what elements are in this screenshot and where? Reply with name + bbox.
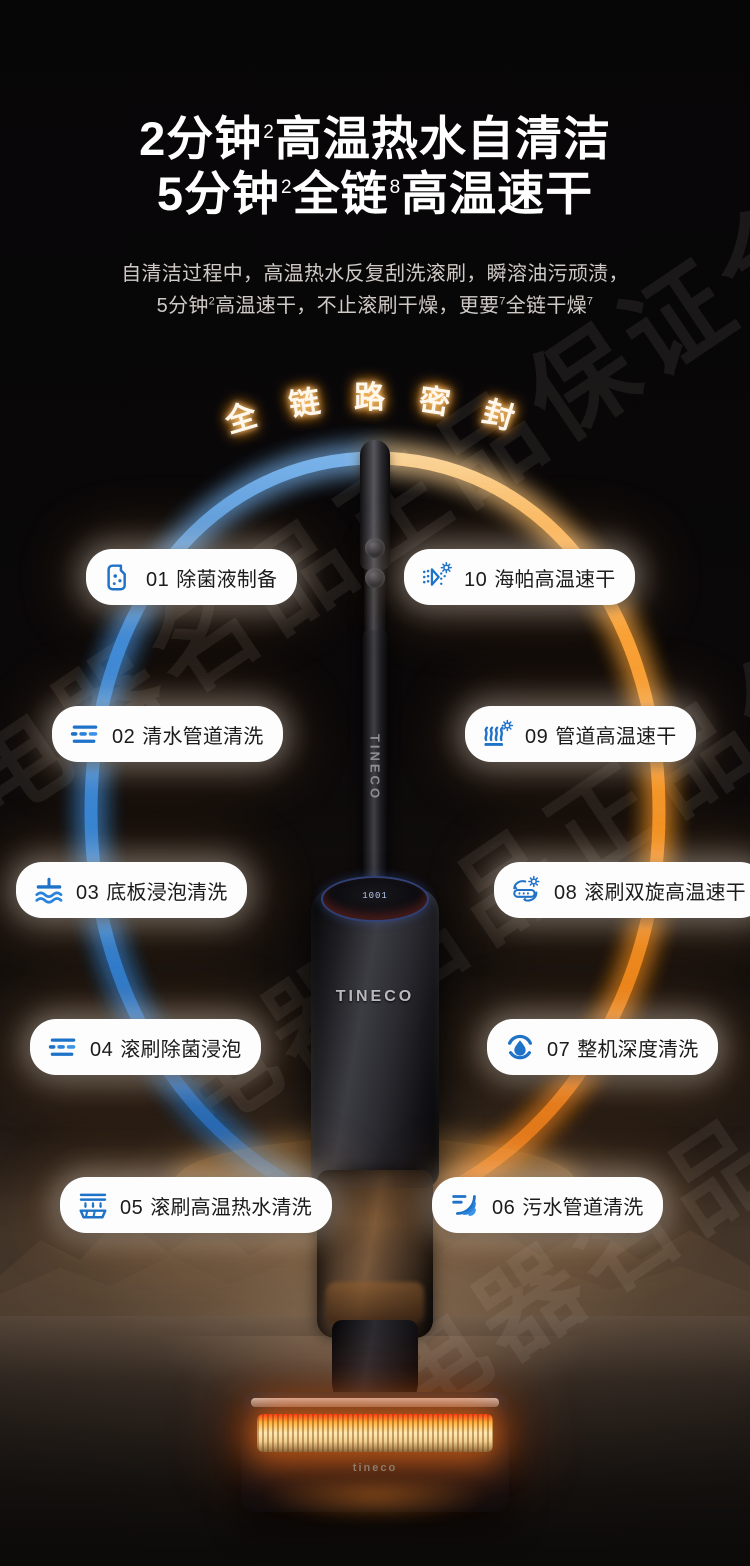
step-chip-02-label: 02 清水管道清洗: [112, 720, 263, 749]
subcopy-l2-c: 全链干燥: [505, 295, 587, 318]
product-floor-head: tineco: [241, 1392, 509, 1512]
product-body-brand: TINECO: [335, 988, 415, 1005]
step-chip-09[interactable]: 09 管道高温速干: [465, 706, 697, 762]
pipe-bars-icon: [70, 725, 98, 743]
roller-floor-glow: [215, 1480, 535, 1560]
ring-title-tspan: 全 链 路 密 封: [220, 380, 529, 441]
step-chip-09-label: 09 管道高温速干: [525, 720, 676, 749]
product-led-readout: 1001: [362, 891, 388, 901]
step-03-number: 03: [76, 881, 100, 904]
step-09-number: 09: [525, 725, 549, 748]
waste-pipe-icon: [452, 1195, 476, 1216]
subcopy-l2-b: 高温速干，不止滚刷干燥，更要: [215, 295, 500, 318]
headline-l1-b: 高温热水自清洁: [274, 112, 611, 165]
ring-arc-blue: [84, 451, 382, 1203]
step-01-text: 除菌液制备: [176, 568, 278, 591]
page-headline: 2分钟2高温热水自清洁 5分钟2全链8高温速干: [0, 112, 750, 221]
ring-title-text: 全 链 路 密 封: [220, 380, 529, 441]
step-chip-03[interactable]: 03 底板浸泡清洗: [16, 862, 248, 918]
product-led-display: 1001: [321, 876, 429, 922]
floor-head-trim: [251, 1398, 499, 1407]
step-05-number: 05: [120, 1196, 144, 1219]
subcopy-l2-a: 5分钟: [156, 295, 209, 318]
floor-head-brand: tineco: [352, 1462, 398, 1474]
subcopy-line-1: 自清洁过程中，高温热水反复刮洗滚刷，瞬溶油污顽渍，: [121, 263, 629, 285]
headline-l2-c: 高温速干: [401, 166, 594, 220]
step-chip-10[interactable]: 10 海帕高温速干: [404, 549, 636, 605]
product-image-tineco-floor-washer: TINECO 1001 TINECO tineco: [210, 440, 540, 1560]
headline-l2-sup-1: 2: [280, 176, 293, 198]
step-04-text: 滚刷除菌浸泡: [120, 1038, 242, 1061]
step-02-number: 02: [112, 725, 136, 748]
step-chip-07-label: 07 整机深度清洗: [547, 1033, 698, 1062]
headline-l1-sup: 2: [263, 122, 275, 144]
ring-arc-orange: [368, 451, 666, 1203]
headline-line-1: 2分钟2高温热水自清洁: [0, 112, 750, 167]
step-chip-05-label: 05 滚刷高温热水清洗: [120, 1191, 312, 1220]
page-subcopy: 自清洁过程中，高温热水反复刮洗滚刷，瞬溶油污顽渍， 5分钟2高温速干，不止滚刷干…: [0, 258, 750, 323]
product-mode-button: [365, 538, 385, 558]
step-chip-08-label: 08 滚刷双旋高温速干: [554, 876, 746, 905]
step-10-number: 10: [464, 568, 488, 591]
step-08-text: 滚刷双旋高温速干: [584, 881, 746, 904]
headline-l2-sup-2: 8: [389, 176, 402, 198]
subcopy-l2-sup-1: 2: [208, 295, 216, 308]
step-07-number: 07: [547, 1038, 571, 1061]
headline-l2-a: 5分钟: [156, 166, 280, 220]
product-handle-brand: TINECO: [367, 733, 383, 802]
heat-waves-sun-icon: [484, 719, 514, 746]
step-chip-03-label: 03 底板浸泡清洗: [76, 876, 227, 905]
step-05-text: 滚刷高温热水清洗: [150, 1196, 312, 1219]
step-03-text: 底板浸泡清洗: [106, 881, 228, 904]
step-chip-01[interactable]: 01 除菌液制备: [86, 549, 298, 605]
hepa-filter-sun-icon: [422, 561, 453, 586]
product-main-body: [311, 888, 439, 1188]
headline-line-2: 5分钟2全链8高温速干: [0, 167, 750, 222]
step-chip-01-label: 01 除菌液制备: [146, 563, 277, 592]
step-04-number: 04: [90, 1038, 114, 1061]
product-power-button: [365, 568, 385, 588]
step-08-number: 08: [554, 881, 578, 904]
ring-arch-title: 全 链 路 密 封: [165, 378, 585, 458]
step-chip-02[interactable]: 02 清水管道清洗: [52, 706, 284, 762]
droplet-circle-icon: [508, 1034, 532, 1060]
baseplate-soak-icon: [35, 877, 63, 904]
step-09-text: 管道高温速干: [555, 725, 677, 748]
roller-dual-dry-icon: [513, 875, 540, 902]
headline-l1-a: 2分钟: [139, 112, 263, 165]
step-chip-04-label: 04 滚刷除菌浸泡: [90, 1033, 241, 1062]
step-02-text: 清水管道清洗: [142, 725, 264, 748]
subcopy-line-2: 5分钟2高温速干，不止滚刷干燥，更要7全链干燥7: [0, 290, 750, 322]
step-chip-06[interactable]: 06 污水管道清洗: [432, 1177, 664, 1233]
headline-l2-b: 全链: [292, 166, 389, 220]
product-lower-tube: [362, 630, 388, 900]
step-07-text: 整机深度清洗: [577, 1038, 699, 1061]
step-chip-05[interactable]: 05 滚刷高温热水清洗: [60, 1177, 332, 1233]
step-06-text: 污水管道清洗: [522, 1196, 644, 1219]
step-chip-07[interactable]: 07 整机深度清洗: [487, 1019, 719, 1075]
step-chip-10-label: 10 海帕高温速干: [464, 563, 615, 592]
step-chip-04[interactable]: 04 滚刷除菌浸泡: [30, 1019, 262, 1075]
subcopy-l2-sup-3: 7: [586, 295, 594, 308]
step-06-number: 06: [492, 1196, 516, 1219]
subcopy-l2-sup-2: 7: [499, 295, 506, 308]
step-01-number: 01: [146, 568, 170, 591]
step-chip-06-label: 06 污水管道清洗: [492, 1191, 643, 1220]
flask-bottle-icon: [107, 564, 126, 591]
product-dirty-water-tank: [317, 1170, 433, 1338]
step-chip-08[interactable]: 08 滚刷双旋高温速干: [494, 862, 750, 918]
brush-spray-icon: [79, 1193, 107, 1219]
heated-roller-brush: [257, 1414, 493, 1452]
step-10-text: 海帕高温速干: [494, 568, 616, 591]
pipe-bars-icon: [48, 1038, 76, 1056]
